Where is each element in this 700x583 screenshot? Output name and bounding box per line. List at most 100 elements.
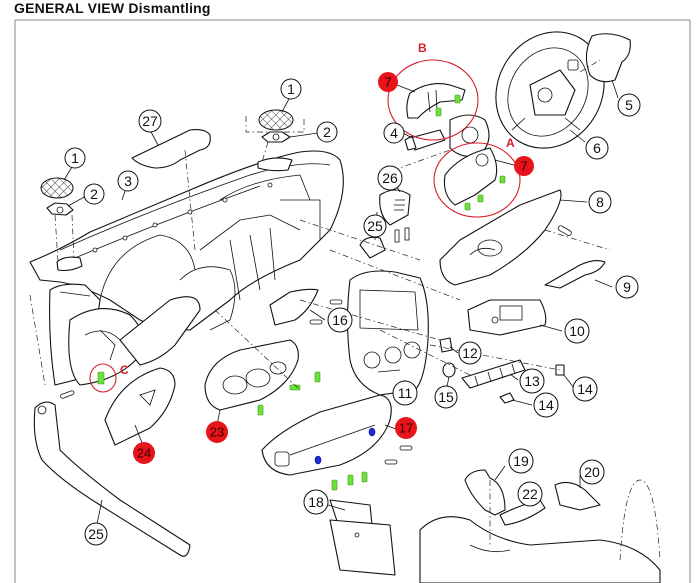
airbag-cover — [585, 33, 631, 83]
ring-letter-a: A — [506, 136, 515, 150]
svg-text:1: 1 — [71, 150, 79, 166]
diagram-frame — [14, 19, 691, 583]
assembly-lines — [29, 219, 561, 545]
svg-text:7: 7 — [384, 75, 391, 90]
svg-text:7: 7 — [520, 159, 527, 174]
trim-20 — [554, 481, 601, 511]
armrest-outline — [619, 479, 661, 561]
highlight-24: 24 — [133, 442, 155, 464]
svg-text:6: 6 — [593, 140, 601, 156]
knee-bolster-24 — [104, 367, 176, 446]
knob-15 — [442, 362, 456, 378]
svg-text:1: 1 — [287, 81, 295, 97]
callout-16: 16 — [327, 307, 353, 333]
callout-1-right: 1 — [280, 78, 302, 100]
svg-text:24: 24 — [137, 446, 151, 461]
svg-text:25: 25 — [367, 218, 383, 234]
detail-ring-b: B — [387, 41, 479, 141]
panel-16 — [269, 288, 319, 326]
svg-text:15: 15 — [438, 389, 454, 405]
callout-2-right: 2 — [316, 121, 338, 143]
ring-letter-c: C — [120, 363, 129, 377]
radio-unit — [467, 299, 547, 336]
ring-letter-b: B — [418, 41, 427, 55]
callout-6: 6 — [585, 136, 609, 160]
callout-12: 12 — [458, 341, 482, 365]
svg-text:20: 20 — [584, 464, 600, 480]
svg-text:16: 16 — [332, 312, 348, 328]
highlight-17: 17 — [395, 417, 417, 439]
callout-11: 11 — [392, 380, 418, 406]
side-vent — [379, 189, 411, 243]
callout-25-upper: 25 — [363, 214, 387, 238]
callout-3: 3 — [117, 170, 139, 192]
highlight-23: 23 — [206, 421, 228, 443]
switch-bank — [461, 359, 526, 389]
centre-console-fascia — [346, 270, 429, 396]
svg-text:8: 8 — [596, 194, 604, 210]
page-title: GENERAL VIEW Dismantling — [14, 0, 211, 16]
vent-clip — [359, 236, 386, 259]
callout-14-lower: 14 — [533, 392, 559, 418]
svg-text:3: 3 — [124, 173, 132, 189]
cluster-bezel — [261, 394, 413, 491]
callout-13: 13 — [519, 368, 545, 394]
callout-25-lower: 25 — [84, 522, 108, 546]
svg-text:13: 13 — [524, 373, 540, 389]
switch-12 — [439, 337, 453, 353]
svg-text:19: 19 — [513, 453, 529, 469]
centre-tunnel — [419, 516, 661, 583]
console-side-panels — [329, 499, 396, 576]
callout-9: 9 — [615, 275, 639, 299]
callout-27: 27 — [138, 109, 162, 133]
svg-text:22: 22 — [522, 486, 538, 502]
callout-8: 8 — [588, 190, 612, 214]
callout-19: 19 — [508, 448, 534, 474]
speaker-grille-left — [40, 177, 75, 263]
instrument-cluster — [204, 339, 321, 416]
svg-text:14: 14 — [538, 397, 554, 413]
callout-15: 15 — [434, 385, 458, 409]
highlight-7-upper: 7 — [378, 72, 398, 92]
svg-text:2: 2 — [323, 124, 331, 140]
dashboard-body — [29, 150, 344, 386]
passenger-panel — [439, 189, 611, 286]
callout-2-left: 2 — [83, 183, 105, 205]
svg-text:25: 25 — [88, 526, 104, 542]
trim-22 — [499, 499, 546, 526]
callout-10: 10 — [564, 318, 590, 344]
svg-text:14: 14 — [577, 381, 593, 397]
speaker-grille-right — [245, 109, 305, 172]
title-main: GENERAL VIEW — [14, 0, 125, 16]
highlight-7-lower: 7 — [514, 156, 534, 176]
callout-5: 5 — [617, 93, 641, 117]
svg-text:10: 10 — [569, 323, 585, 339]
svg-text:4: 4 — [390, 125, 398, 141]
svg-text:18: 18 — [308, 494, 324, 510]
svg-text:9: 9 — [623, 279, 631, 295]
detail-ring-a: A — [433, 136, 521, 218]
detail-ring-c: C — [89, 363, 129, 393]
switch-cap-14b — [499, 392, 515, 404]
svg-text:26: 26 — [382, 170, 398, 186]
callout-26: 26 — [377, 165, 403, 191]
bracket-part — [544, 259, 606, 289]
steering-wheel — [495, 31, 605, 149]
svg-text:17: 17 — [399, 421, 413, 436]
svg-text:5: 5 — [625, 97, 633, 113]
svg-text:23: 23 — [210, 425, 224, 440]
svg-text:27: 27 — [142, 113, 158, 129]
callout-22: 22 — [517, 481, 543, 507]
callout-20: 20 — [579, 459, 605, 485]
callout-1-left: 1 — [64, 147, 86, 169]
svg-text:12: 12 — [462, 345, 478, 361]
title-sub: Dismantling — [128, 0, 211, 16]
callout-4: 4 — [383, 122, 405, 144]
cowl-lower-a — [443, 147, 506, 211]
switch-cap-14a — [555, 364, 565, 376]
gear-gaiter — [464, 469, 506, 516]
callout-14-upper: 14 — [572, 376, 598, 402]
lower-trim-25 — [33, 401, 191, 557]
callout-18: 18 — [303, 489, 329, 515]
